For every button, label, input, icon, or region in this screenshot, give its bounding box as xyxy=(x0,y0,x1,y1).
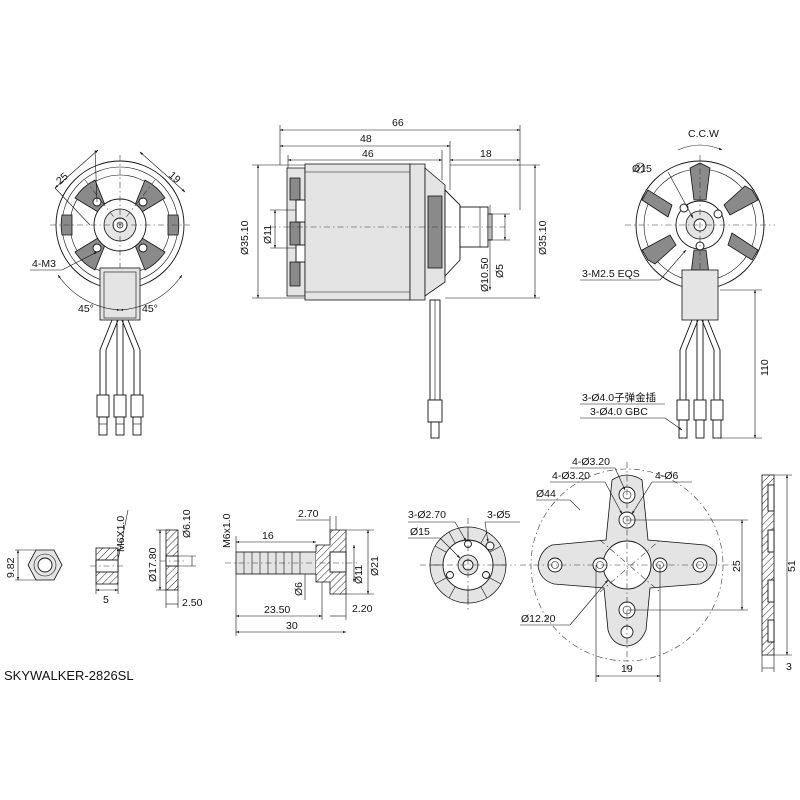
dim-nut-5: 5 xyxy=(103,594,109,606)
dim-5-shaft: Ø5 xyxy=(494,264,506,278)
dim-mount-19: 19 xyxy=(621,663,633,675)
label-m6-adapter: M6x1.0 xyxy=(221,513,233,548)
dim-rear-15: Ø15 xyxy=(632,163,652,175)
dim-adapter-30: 30 xyxy=(286,620,298,632)
dim-adapter-2-20: 2.20 xyxy=(352,603,373,615)
rotation-label: C.C.W xyxy=(688,128,719,140)
prop-adapter-drawing: 2.70 16 M6x1.0 Ø6 Ø11 Ø21 23.50 2.20 30 xyxy=(221,508,381,636)
dim-nut-9-82: 9.82 xyxy=(5,557,17,578)
washer-drawing: Ø17.80 Ø6.10 2.50 xyxy=(147,509,203,609)
label-m6-nut: M6X1.0 xyxy=(115,516,127,552)
dim-66: 66 xyxy=(392,117,404,129)
label-connector-cn: 3-Ø4.0子弹金插 xyxy=(582,391,656,404)
dim-washer-2-50: 2.50 xyxy=(182,597,203,609)
nut-drawing: 9.82 5 M6X1.0 xyxy=(5,509,129,606)
dim-washer-17-80: Ø17.80 xyxy=(147,547,159,582)
mount-side-drawing: 51 3 xyxy=(761,474,798,673)
label-collet-15: Ø15 xyxy=(410,526,430,538)
label-connector-en: 3-Ø4.0 GBC xyxy=(590,406,648,418)
dim-adapter-6: Ø6 xyxy=(293,582,305,596)
dim-mount-3: 3 xyxy=(786,661,792,673)
dim-adapter-21: Ø21 xyxy=(369,556,381,576)
dim-18: 18 xyxy=(480,148,492,160)
angle-left: 45° xyxy=(78,303,94,315)
dim-adapter-2-70: 2.70 xyxy=(298,508,319,520)
dim-46: 46 xyxy=(362,148,374,160)
rear-view: C.C.W Ø15 3-M2.5 EQS xyxy=(580,128,775,439)
x-mount-drawing: 4-Ø3.20 4-Ø3.20 4-Ø6 Ø44 Ø12.20 25 19 xyxy=(520,456,748,682)
label-collet-5: 3-Ø5 xyxy=(487,509,511,521)
dim-mount-51: 51 xyxy=(786,560,798,572)
label-4-m3: 4-M3 xyxy=(32,258,56,270)
dim-adapter-16: 16 xyxy=(262,530,274,542)
dim-mount-25: 25 xyxy=(731,560,743,572)
label-mount-12-20: Ø12.20 xyxy=(521,613,556,625)
label-mount-44: Ø44 xyxy=(536,488,556,500)
label-m2-5: 3-M2.5 EQS xyxy=(582,268,640,280)
angle-right: 45° xyxy=(142,303,158,315)
label-mount-3-20-b: 4-Ø3.20 xyxy=(552,470,590,482)
dim-adapter-23-50: 23.50 xyxy=(264,604,290,616)
dim-11-side: Ø11 xyxy=(262,225,274,244)
dim-48: 48 xyxy=(360,133,372,145)
dim-adapter-11: Ø11 xyxy=(353,565,365,584)
collet-drawing: 3-Ø2.70 3-Ø5 Ø15 xyxy=(408,509,520,612)
label-collet-2-70: 3-Ø2.70 xyxy=(408,509,446,521)
dim-washer-6-10: Ø6.10 xyxy=(181,509,193,538)
drawing-title: SKYWALKER-2826SL xyxy=(4,668,134,683)
dim-front-25: 25 xyxy=(54,170,71,187)
side-view: 66 48 46 18 Ø35.10 Ø11 Ø35.10 Ø10.50 Ø5 xyxy=(239,117,549,439)
dim-35-right: Ø35.10 xyxy=(537,220,549,255)
dim-110: 110 xyxy=(759,359,771,376)
dim-35-left: Ø35.10 xyxy=(239,220,251,255)
label-mount-6: 4-Ø6 xyxy=(655,470,679,482)
front-view: 25 19 4-M3 45° 45° xyxy=(30,149,190,436)
dim-10-50: Ø10.50 xyxy=(479,257,491,292)
label-mount-3-20-a: 4-Ø3.20 xyxy=(572,456,610,468)
